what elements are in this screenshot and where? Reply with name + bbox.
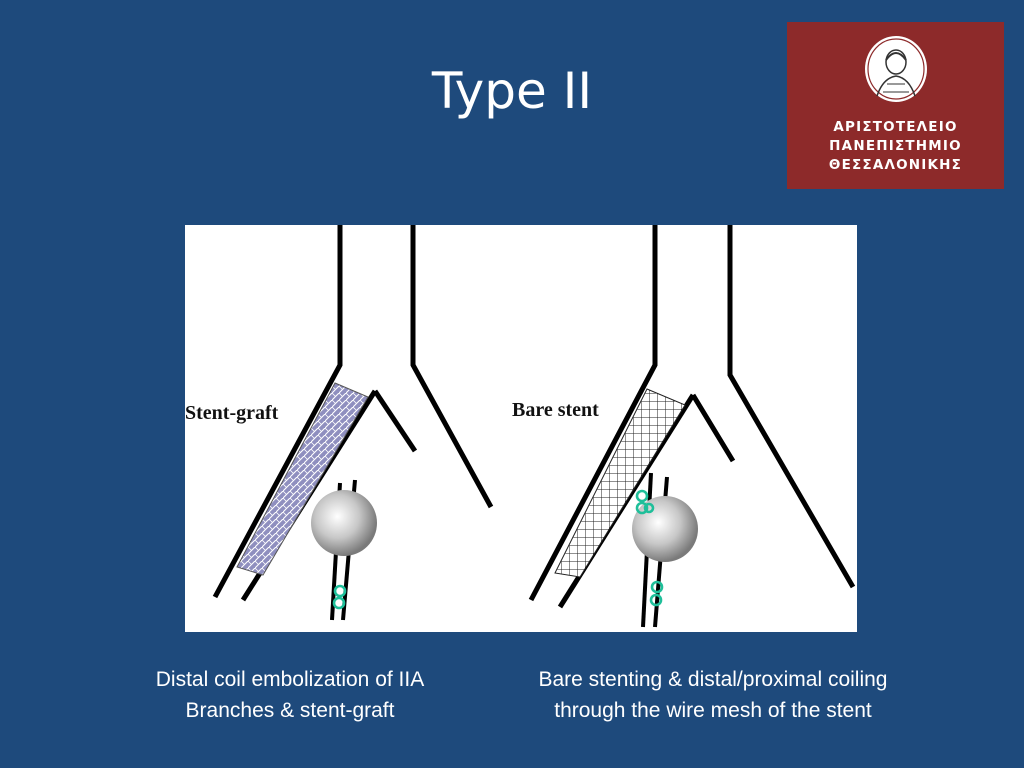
left-caption-line-1: Distal coil embolization of IIA	[155, 668, 425, 691]
stent-graft-shape	[236, 382, 369, 576]
diagram-figure: Stent-graft Bare stent	[185, 225, 857, 632]
logo-line-3: ΘΕΣΣΑΛΟΝΙΚΗΣ	[828, 157, 963, 173]
right-caption: Bare stenting & distal/proximal coiling …	[490, 664, 936, 726]
right-caption-line-1: Bare stenting & distal/proximal coiling	[538, 668, 888, 691]
right-vessel-diagram: Bare stent	[512, 225, 856, 628]
logo-line-2: ΠΑΝΕΠΙΣΤΗΜΙΟ	[829, 138, 962, 154]
aneurysm-sphere	[311, 490, 377, 556]
aneurysm-sphere-right	[632, 496, 698, 562]
distal-coil-icon-right	[649, 580, 664, 607]
distal-coil-icon	[332, 584, 347, 610]
left-caption: Distal coil embolization of IIA Branches…	[105, 664, 475, 726]
left-caption-line-2: Branches & stent-graft	[185, 699, 395, 722]
left-vessel-diagram: Stent-graft	[185, 225, 494, 621]
proximal-coil-icon	[635, 489, 655, 515]
seal-icon	[865, 36, 927, 102]
bare-stent-label: Bare stent	[512, 399, 599, 421]
stent-graft-label: Stent-graft	[185, 402, 279, 424]
university-logo: ΑΡΙΣΤΟΤΕΛΕΙΟ ΠΑΝΕΠΙΣΤΗΜΙΟ ΘΕΣΣΑΛΟΝΙΚΗΣ	[787, 22, 1004, 189]
right-caption-line-2: through the wire mesh of the stent	[554, 699, 872, 722]
slide-title: Type II	[431, 62, 593, 120]
bare-stent-shape	[554, 388, 686, 578]
logo-line-1: ΑΡΙΣΤΟΤΕΛΕΙΟ	[833, 119, 958, 135]
